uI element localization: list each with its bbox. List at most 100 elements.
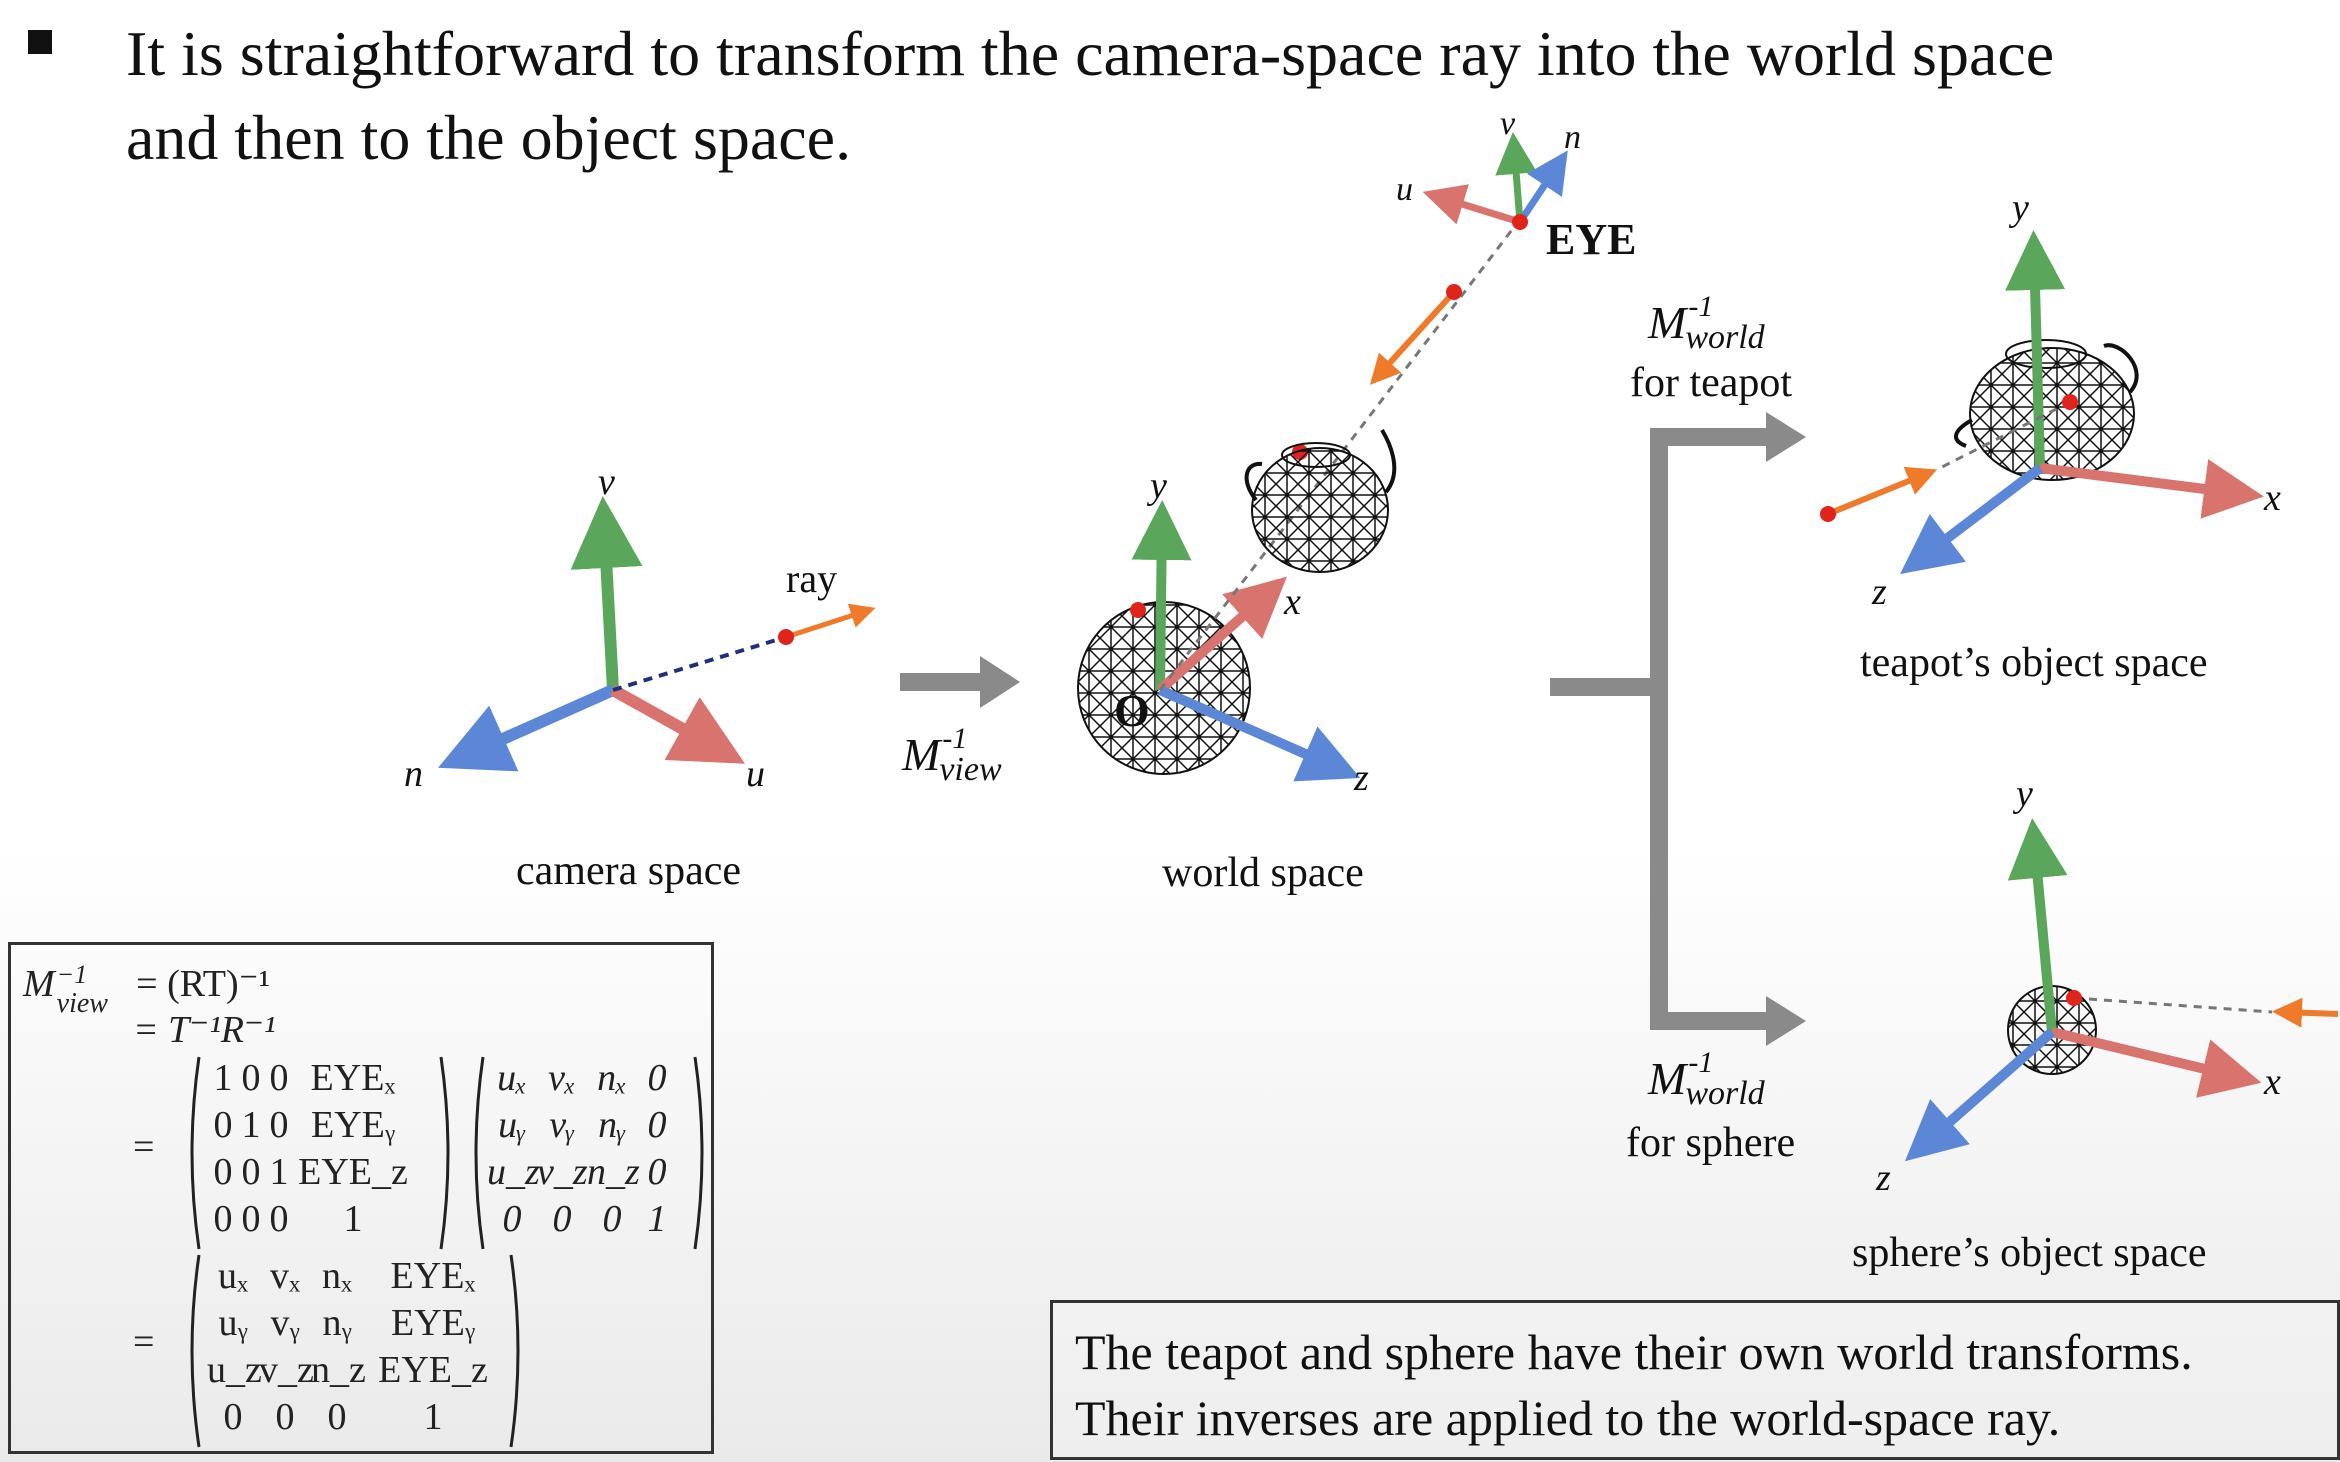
eye-u-axis (1422, 184, 1522, 226)
r-matrix-brackets (474, 1056, 704, 1250)
eye-v-label: v (1500, 105, 1516, 142)
sphere-z-axis (1904, 1028, 2056, 1162)
sphere-ray-dashed (2073, 996, 2273, 1014)
teapot-ray-dashed (1939, 400, 2071, 470)
world-y-axis (1131, 500, 1192, 691)
eye-label: EYE (1546, 215, 1636, 264)
teapot-y-axis (2005, 230, 2066, 469)
teapot-hit-point (2062, 394, 2078, 410)
matRes-cell: EYE_z (378, 1349, 488, 1391)
camera-ray-dashed (612, 635, 787, 692)
math-row-4-eq: = (133, 1321, 155, 1363)
matT-cell: 1 (269, 1151, 289, 1193)
matT-cell: EYE_z (298, 1151, 408, 1193)
camera-ray-arrow (785, 603, 876, 640)
matRes-cell: vₓ (269, 1255, 301, 1297)
matT-cell: 0 (213, 1151, 233, 1193)
eye-n-axis (1517, 150, 1568, 224)
branch-arrow (1550, 412, 1806, 1046)
matR-cell: 0 (502, 1198, 522, 1240)
matR-cell: uᵧ (498, 1104, 526, 1146)
teapot-x-label: x (2263, 477, 2281, 519)
world-z-label: z (1353, 757, 1369, 799)
bullet-text: It is straightforward to transform the c… (126, 12, 2276, 180)
eye-n-label: n (1564, 119, 1581, 156)
matRes-cell: EYEᵧ (391, 1302, 475, 1344)
matRes-cell: 0 (275, 1396, 295, 1438)
matRes-cell: 0 (327, 1396, 347, 1438)
camera-u-label: u (746, 753, 765, 795)
math-lhs-sub: view (56, 988, 108, 1019)
bullet-line-1: It is straightforward to transform the c… (126, 18, 2055, 89)
bullet-marker (28, 30, 52, 54)
matR-cell: 0 (647, 1057, 667, 1099)
matT-cell: 1 (343, 1198, 363, 1240)
result-matrix-brackets (190, 1254, 520, 1448)
world-ray-point (1446, 284, 1462, 300)
matR-cell: v_z (537, 1151, 588, 1193)
camera-v-label: v (598, 461, 615, 503)
world-sphere-hit-point (1130, 602, 1146, 618)
teapot-ray-arrow (1826, 466, 1938, 517)
sphere-y-label: y (2012, 773, 2033, 815)
matT-cell: 0 (269, 1104, 289, 1146)
matR-cell: vᵧ (549, 1104, 575, 1146)
teapot-z-axis (1900, 464, 2044, 575)
sphere-x-label: x (2263, 1061, 2281, 1103)
world-origin-label: O (1114, 685, 1150, 736)
matRes-cell: v_z (259, 1349, 314, 1391)
matR-cell: uₓ (497, 1057, 527, 1099)
matRes-cell: uᵧ (218, 1302, 248, 1344)
matRes-cell: 0 (223, 1396, 243, 1438)
teapot-x-axis (2039, 459, 2264, 519)
camera-space-axes: v n u ray camera space (404, 461, 876, 894)
teapot-space-caption: teapot’s object space (1860, 640, 2208, 686)
math-lhs-M: M (23, 963, 55, 1005)
matR-cell: 0 (647, 1104, 667, 1146)
world-teapot-mesh (1244, 428, 1397, 573)
matRes-cell: n_z (311, 1349, 366, 1391)
world-z-axis (1157, 685, 1361, 782)
matT-cell: EYEₓ (310, 1057, 396, 1099)
teapot-object-space: y x z teapot’s object space (1820, 187, 2281, 686)
matRes-cell: 1 (423, 1396, 443, 1438)
matRes-cell: nₓ (321, 1255, 353, 1297)
matRes-cell: u_z (207, 1349, 262, 1391)
matR-cell: u_z (487, 1151, 540, 1193)
matT-cell: 0 (241, 1057, 261, 1099)
sphere-y-axis (2007, 818, 2068, 1033)
eye-u-label: u (1396, 171, 1413, 208)
world-space: v n u EYE y x z O world space (1077, 105, 1636, 896)
eye-point (1512, 214, 1528, 230)
sphere-hit-point (2066, 990, 2082, 1006)
world-x-label: x (1283, 581, 1301, 623)
teapot-object-mesh (1954, 339, 2139, 481)
matT-cell: 0 (269, 1057, 289, 1099)
sphere-transform-caption: for sphere (1626, 1120, 1795, 1166)
matR-cell: 0 (647, 1151, 667, 1193)
math-row-1-rhs: = (RT)⁻¹ (136, 963, 271, 1005)
camera-space-caption: camera space (516, 848, 741, 894)
matR-cell: nᵧ (598, 1104, 626, 1146)
matT-cell: 1 (241, 1104, 261, 1146)
note-line-2: Their inverses are applied to the world-… (1075, 1390, 2061, 1446)
matT-cell: 0 (213, 1198, 233, 1240)
matT-cell: 0 (241, 1198, 261, 1240)
matR-cell: vₓ (548, 1057, 576, 1099)
note-box: The teapot and sphere have their own wor… (1050, 1300, 2340, 1460)
matR-cell: 1 (647, 1198, 667, 1240)
matT-cell: 0 (213, 1104, 233, 1146)
math-lhs-sup: −1 (56, 960, 88, 989)
world-y-label: y (1146, 465, 1167, 507)
matT-cell: EYEᵧ (311, 1104, 395, 1146)
matR-cell: nₓ (597, 1057, 627, 1099)
matRes-cell: EYEₓ (390, 1255, 476, 1297)
sphere-z-label: z (1875, 1157, 1891, 1199)
math-row-3-eq: = (133, 1126, 155, 1168)
matRes-cell: vᵧ (270, 1302, 300, 1344)
